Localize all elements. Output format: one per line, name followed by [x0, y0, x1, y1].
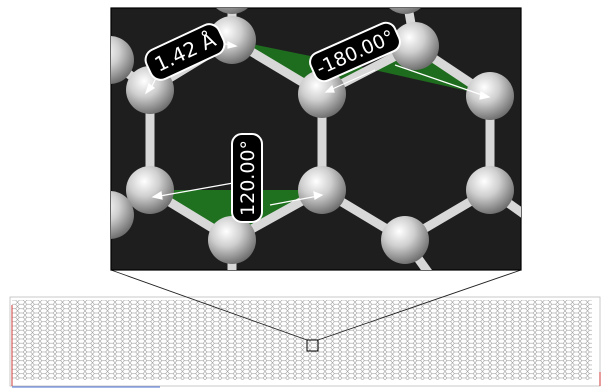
overview-lattice	[12, 300, 592, 380]
zoom-connector-left	[110, 269, 308, 341]
carbon-atom	[126, 166, 174, 214]
bond	[111, 210, 115, 220]
carbon-atom	[298, 166, 346, 214]
zoom-connectors	[110, 269, 522, 341]
carbon-atom	[111, 36, 134, 84]
carbon-atom	[298, 70, 346, 118]
zoom-panel: 1.42 Å 120.00° -180.00°	[110, 7, 522, 271]
atoms	[111, 8, 514, 264]
carbon-atom	[466, 72, 514, 120]
carbon-atom	[216, 8, 248, 14]
carbon-atom	[391, 22, 439, 70]
carbon-atom	[466, 166, 514, 214]
carbon-atom	[111, 191, 134, 239]
bond-angle-label: 120.00°	[231, 133, 263, 223]
carbon-atom	[389, 8, 421, 14]
carbon-atom	[208, 216, 256, 264]
zoom-connector-right	[317, 269, 522, 341]
overview-panel	[9, 296, 601, 388]
bond-angle-text: 120.00°	[237, 140, 259, 216]
carbon-atom	[381, 216, 429, 264]
zoom-selection-box	[306, 339, 319, 352]
